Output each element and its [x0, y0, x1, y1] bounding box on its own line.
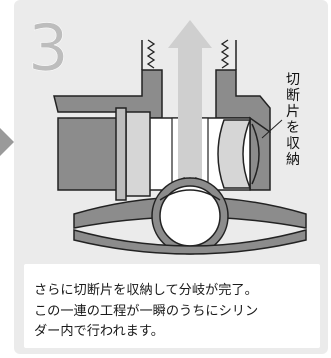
pipe-body	[57, 107, 271, 201]
caption-line: ダー内で行われます。	[34, 324, 164, 339]
callout-char: 納	[286, 152, 300, 168]
caption-text: さらに切断片を収納して分岐が完了。 この一連の工程が一瞬のうちにシリン ダー内で…	[34, 281, 316, 343]
step-number: 3	[28, 12, 69, 86]
caption-line: この一連の工程が一瞬のうちにシリン	[34, 303, 259, 319]
callout-char: 片	[286, 104, 300, 120]
callout-label: 切 断 片 を 収 納	[261, 72, 300, 168]
chevron-right-icon	[0, 128, 14, 156]
step-panel: 3	[14, 0, 328, 354]
lower-pipe	[73, 177, 307, 255]
cutting-diagram: 3	[28, 12, 307, 255]
callout-char: 断	[286, 88, 300, 104]
callout-char: 切	[286, 72, 300, 88]
callout-char: 収	[286, 136, 300, 152]
callout-char: を	[286, 120, 300, 136]
caption-box: さらに切断片を収納して分岐が完了。 この一連の工程が一瞬のうちにシリン ダー内で…	[24, 264, 320, 348]
up-arrow-icon	[168, 20, 212, 186]
caption-line: さらに切断片を収納して分岐が完了。	[34, 283, 258, 298]
